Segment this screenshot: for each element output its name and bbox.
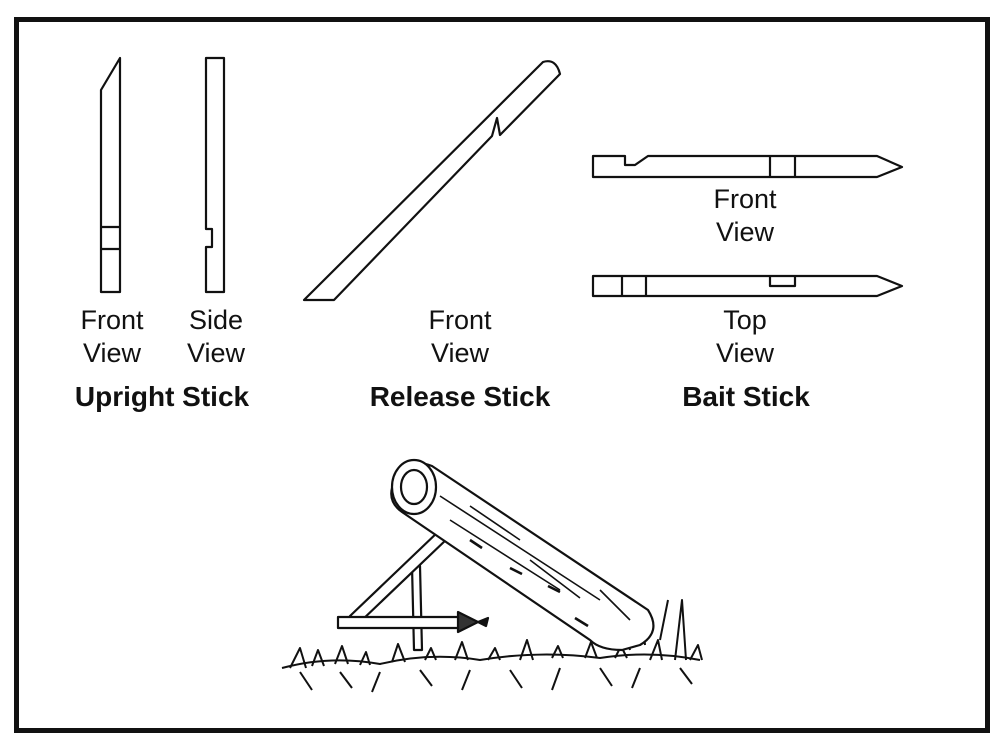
deadfall-trap-icon	[281, 458, 703, 693]
bait-front-label-line2: View	[715, 217, 775, 247]
release-stick-front-view	[302, 60, 562, 302]
upright-side-label-line2: View	[186, 338, 246, 368]
upright-side-view-label: Side View	[176, 304, 256, 370]
bait-top-label-line2: View	[715, 338, 775, 368]
upright-side-label-line1: Side	[188, 305, 244, 335]
release-stick-title: Release Stick	[369, 381, 551, 412]
bait-top-view-label: Top View	[695, 304, 795, 370]
upright-front-view-label: Front View	[72, 304, 152, 370]
upright-front-label-line1: Front	[80, 305, 144, 335]
upright-stick-front-view	[99, 56, 122, 294]
upright-stick-side-view	[204, 56, 226, 294]
bait-front-view-label: Front View	[695, 183, 795, 249]
bait-stick-top-view	[591, 274, 904, 298]
upright-front-label-line2: View	[82, 338, 142, 368]
diagram-frame	[14, 17, 990, 733]
bait-front-label-line1: Front	[713, 184, 777, 214]
bait-stick-title: Bait Stick	[682, 381, 810, 412]
bait-top-label-line1: Top	[723, 305, 767, 335]
release-front-label-line1: Front	[428, 305, 492, 335]
upright-stick-title: Upright Stick	[74, 381, 250, 412]
release-front-label-line2: View	[430, 338, 490, 368]
bait-stick-front-view	[591, 154, 904, 179]
release-front-view-label: Front View	[410, 304, 510, 370]
